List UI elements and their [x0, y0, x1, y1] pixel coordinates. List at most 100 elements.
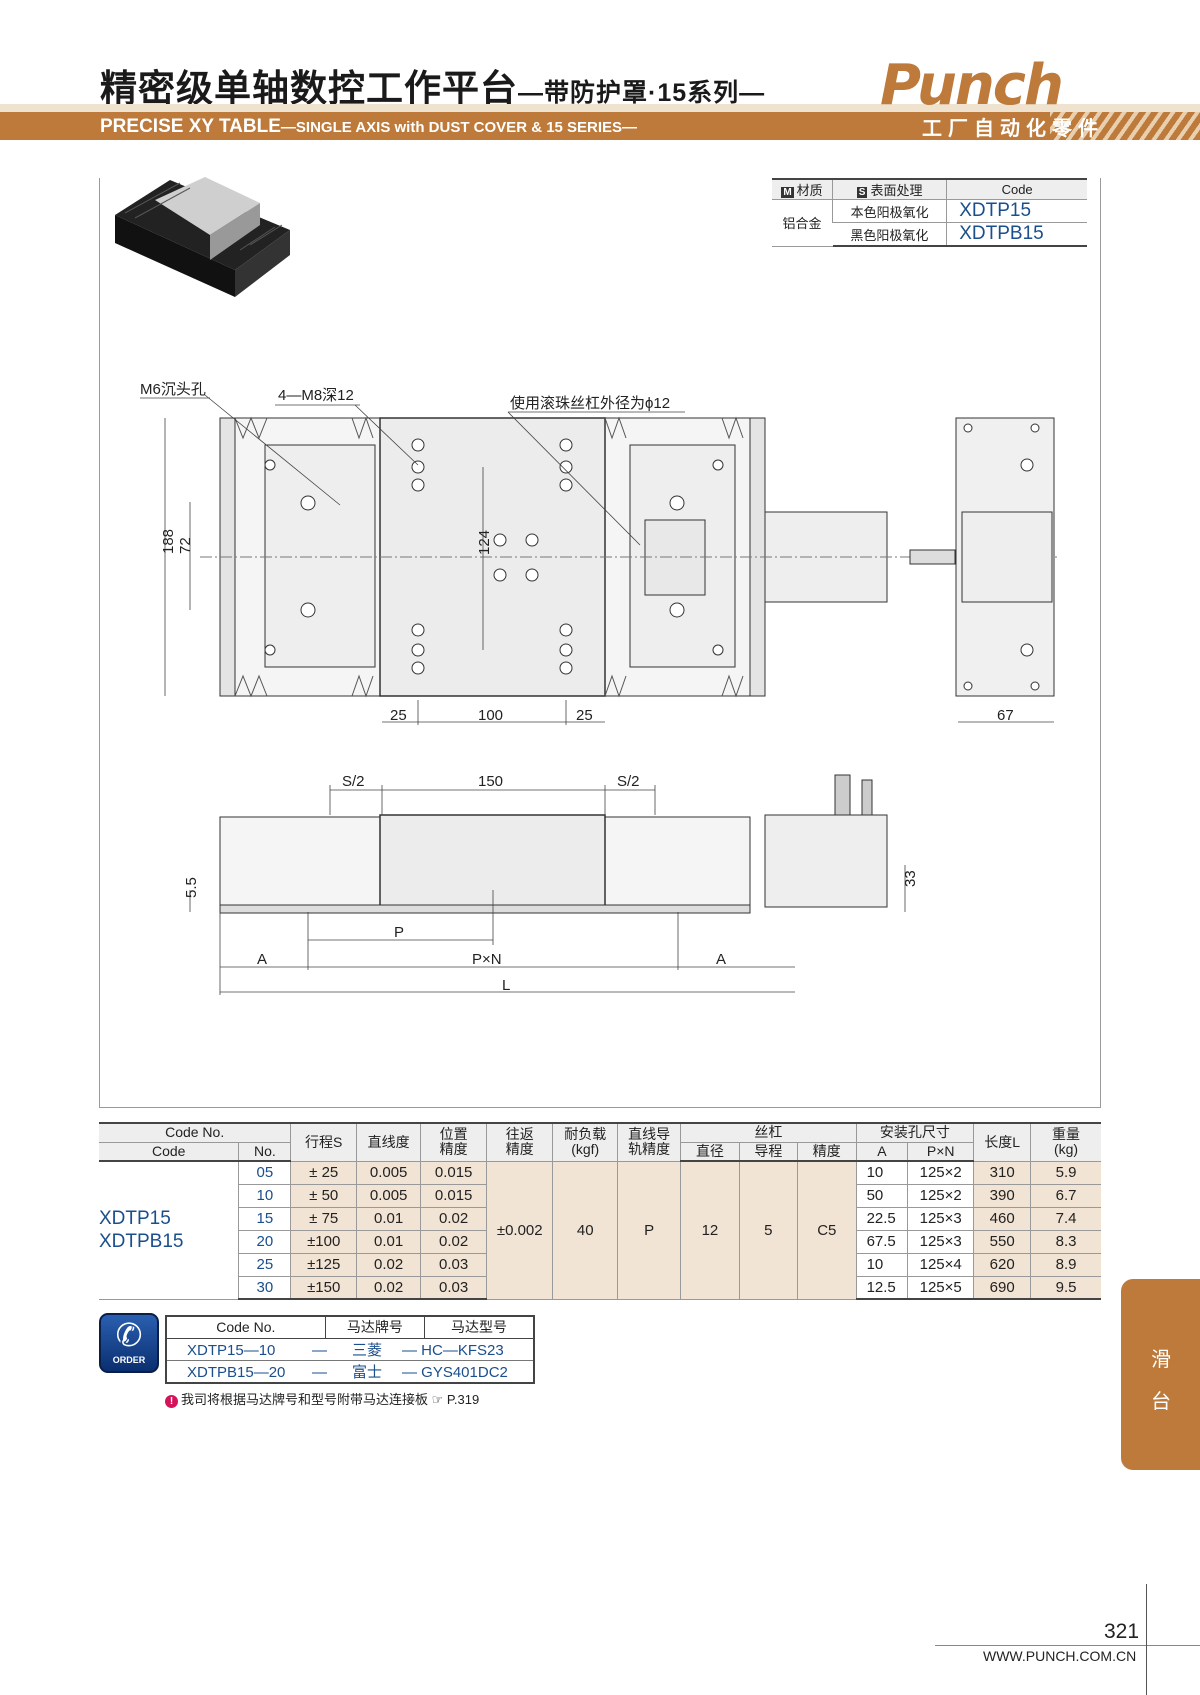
code-value: XDTPB15 [946, 222, 1087, 247]
cell-stroke: ±150 [290, 1276, 357, 1300]
header-dia: 直径 [680, 1142, 740, 1162]
footer-url: WWW.PUNCH.COM.CN [983, 1648, 1137, 1664]
header-no: No. [238, 1142, 291, 1162]
section-tab[interactable]: 滑台 [1121, 1279, 1200, 1470]
order-note: !我司将根据马达牌号和型号附带马达连接板 ☞ P.319 [165, 1389, 479, 1408]
dim-25b: 25 [576, 707, 593, 724]
cell-weight: 8.3 [1030, 1230, 1101, 1254]
header-guide: 直线导轨精度 [617, 1122, 681, 1162]
cell-no: 25 [238, 1253, 291, 1277]
header-length: 长度L [973, 1122, 1031, 1162]
cell-length: 390 [973, 1184, 1031, 1208]
header-code: Code [99, 1142, 239, 1162]
dim-33: 33 [902, 870, 919, 887]
label-screw: 使用滚珠丝杠外径为ϕ12 [510, 395, 670, 412]
order-icon: ✆ORDER [99, 1313, 159, 1373]
cell-a: 10 [855, 1253, 908, 1277]
logo-tagline: 工厂自动化零件 [922, 118, 1104, 140]
cell-a: 67.5 [855, 1230, 908, 1254]
cell-guide: P [617, 1161, 681, 1300]
label-m8: 4—M8深12 [278, 387, 354, 404]
dim-a2: A [716, 951, 726, 968]
cell-length: 550 [973, 1230, 1031, 1254]
cell-a: 22.5 [855, 1207, 908, 1231]
cell-pxn: 125×2 [907, 1161, 974, 1185]
page-reference-link[interactable]: ☞ P.319 [431, 1392, 480, 1407]
dim-s2a: S/2 [342, 773, 365, 790]
order-header-code: Code No. [166, 1316, 326, 1339]
dim-a1: A [257, 951, 267, 968]
code-header: Code [946, 178, 1087, 200]
cell-stroke: ±100 [290, 1230, 357, 1254]
cell-position: 0.03 [420, 1253, 487, 1277]
header-stroke: 行程S [290, 1122, 357, 1162]
cell-length: 310 [973, 1161, 1031, 1185]
cell-pxn: 125×4 [907, 1253, 974, 1277]
technical-drawing: M6沉头孔 4—M8深12 使用滚珠丝杠外径为ϕ12 188 72 124 25… [140, 381, 1060, 995]
dim-5.5: 5.5 [183, 877, 200, 898]
cell-stroke: ± 75 [290, 1207, 357, 1231]
cell-stroke: ± 25 [290, 1161, 357, 1185]
cell-position: 0.02 [420, 1230, 487, 1254]
drawing-frame [99, 178, 1101, 1108]
cell-length: 690 [973, 1276, 1031, 1300]
cell-position: 0.02 [420, 1207, 487, 1231]
page-number: 321 [1104, 1620, 1140, 1643]
cell-no: 15 [238, 1207, 291, 1231]
punch-logo: Punch [880, 53, 1064, 118]
header-mount: 安装孔尺寸 [855, 1122, 974, 1143]
cell-stroke: ± 50 [290, 1184, 357, 1208]
cell-no: 05 [238, 1161, 291, 1185]
header-screw: 丝杠 [680, 1122, 857, 1143]
header-a: A [855, 1142, 908, 1162]
header-straightness: 直线度 [356, 1122, 421, 1162]
cell-straightness: 0.005 [356, 1161, 421, 1185]
header-band-light [0, 104, 1200, 112]
cell-no: 10 [238, 1184, 291, 1208]
cell-weight: 9.5 [1030, 1276, 1101, 1300]
dim-72: 72 [177, 537, 194, 554]
order-header-model: 马达型号 [424, 1316, 534, 1339]
spec-table: Code No. 行程S 直线度 位置精度 往返精度 耐负载(kgf) 直线导轨… [99, 1122, 1101, 1300]
dim-l: L [502, 977, 510, 994]
dim-p: P [394, 924, 404, 941]
header-acc: 精度 [797, 1142, 857, 1162]
dim-100: 100 [478, 707, 503, 724]
header-load: 耐负载(kgf) [552, 1122, 618, 1162]
order-table: Code No.马达牌号马达型号 XDTP15—10—三菱— HC—KFS23 … [165, 1315, 535, 1384]
product-photo [115, 177, 290, 297]
cell-position: 0.03 [420, 1276, 487, 1300]
cell-rep: ±0.002 [486, 1161, 553, 1300]
dim-150: 150 [478, 773, 503, 790]
cell-weight: 6.7 [1030, 1184, 1101, 1208]
header-stripes [1050, 112, 1200, 140]
cell-length: 620 [973, 1253, 1031, 1277]
cell-dia: 12 [680, 1161, 740, 1300]
dim-25a: 25 [390, 707, 407, 724]
cell-position: 0.015 [420, 1184, 487, 1208]
label-m6: M6沉头孔 [140, 381, 206, 398]
cell-straightness: 0.02 [356, 1253, 421, 1277]
dim-s2b: S/2 [617, 773, 640, 790]
footer-vertical-line [1146, 1584, 1147, 1695]
cell-load: 40 [552, 1161, 618, 1300]
english-title: PRECISE XY TABLE—SINGLE AXIS with DUST C… [100, 116, 638, 137]
phone-icon: ✆ [115, 1317, 143, 1353]
header-weight: 重量(kg) [1030, 1122, 1101, 1162]
alert-icon: ! [165, 1395, 178, 1408]
dim-188: 188 [160, 529, 177, 554]
header-band [0, 112, 1200, 140]
cell-pxn: 125×5 [907, 1276, 974, 1300]
cell-straightness: 0.02 [356, 1276, 421, 1300]
cell-a: 12.5 [855, 1276, 908, 1300]
cell-straightness: 0.01 [356, 1207, 421, 1231]
surface-value: 本色阳极氧化 [832, 199, 947, 223]
code-value: XDTP15 [946, 199, 1087, 223]
footer-divider [935, 1645, 1200, 1646]
cell-lead: 5 [738, 1161, 798, 1300]
header-lead: 导程 [738, 1142, 798, 1162]
